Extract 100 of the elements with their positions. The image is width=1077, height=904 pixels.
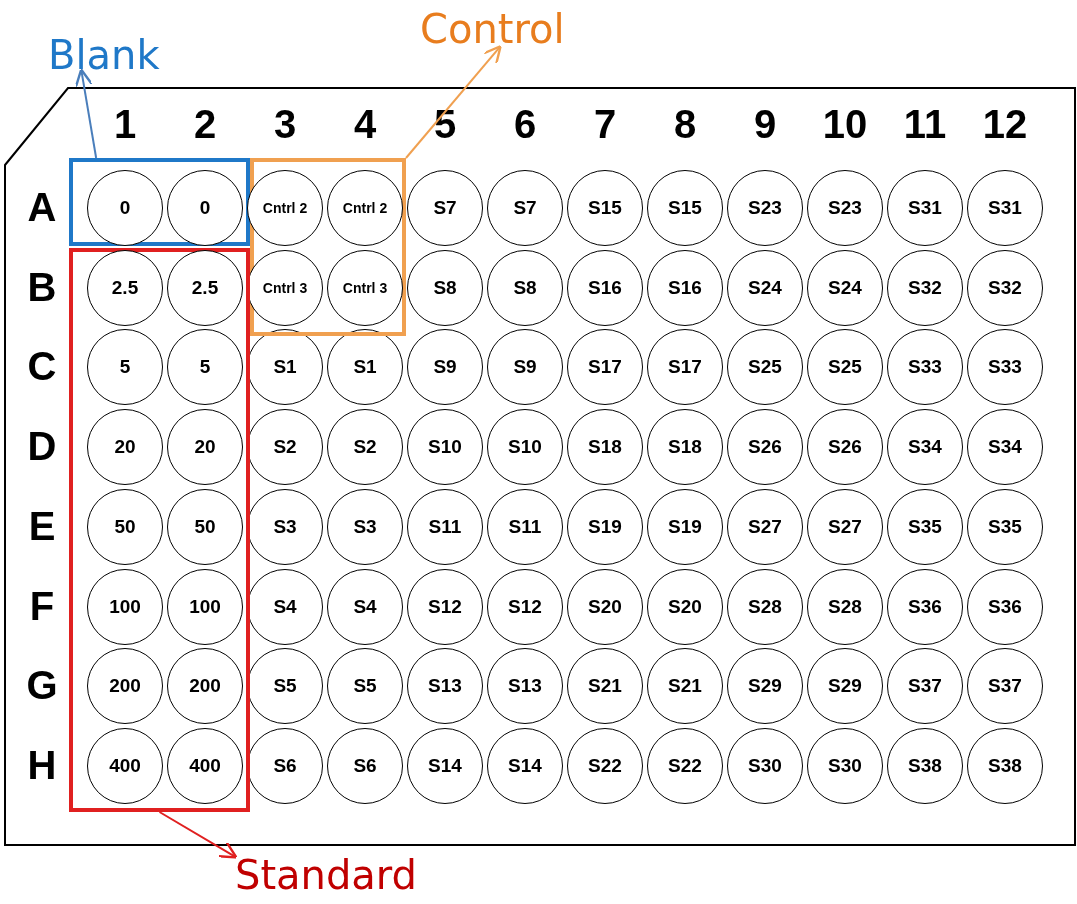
- well: 50: [167, 488, 243, 565]
- column-number: 9: [752, 102, 778, 147]
- well: S10: [487, 409, 563, 486]
- well: S12: [487, 568, 563, 645]
- well: S16: [567, 249, 643, 326]
- well: S18: [567, 409, 643, 486]
- row-letter: F: [28, 583, 56, 629]
- well: S31: [967, 170, 1043, 246]
- well: S18: [647, 409, 723, 486]
- well: S10: [407, 409, 483, 486]
- well: S27: [807, 488, 883, 565]
- well: 400: [167, 727, 243, 804]
- leader-arrow: [158, 811, 238, 859]
- well: S12: [407, 568, 483, 645]
- column-number: 6: [512, 102, 538, 147]
- well: 50: [87, 488, 163, 565]
- well: S16: [647, 249, 723, 326]
- well: S17: [567, 329, 643, 406]
- well: S35: [887, 488, 963, 565]
- well: 5: [167, 329, 243, 406]
- well: S37: [967, 648, 1043, 725]
- well: Cntrl 3: [247, 249, 323, 326]
- well: S34: [887, 409, 963, 486]
- well: 5: [87, 329, 163, 406]
- well: S24: [807, 249, 883, 326]
- callout-label: Control: [420, 6, 565, 52]
- well: Cntrl 3: [327, 249, 403, 326]
- well: S21: [567, 648, 643, 725]
- row-letter: B: [26, 264, 58, 310]
- well: S33: [887, 329, 963, 406]
- well: 2.5: [167, 249, 243, 326]
- leader-arrow: [405, 45, 502, 159]
- well: S34: [967, 409, 1043, 486]
- well: 400: [87, 727, 163, 804]
- well: 100: [87, 568, 163, 645]
- well: S8: [407, 249, 483, 326]
- well: S6: [327, 727, 403, 804]
- well: S19: [567, 488, 643, 565]
- well: S14: [487, 727, 563, 804]
- well: S22: [647, 727, 723, 804]
- well: 0: [87, 170, 163, 246]
- well: S20: [567, 568, 643, 645]
- well: 2.5: [87, 249, 163, 326]
- well: S5: [327, 648, 403, 725]
- well: S17: [647, 329, 723, 406]
- well: 20: [167, 409, 243, 486]
- well: S30: [727, 727, 803, 804]
- well: S11: [487, 488, 563, 565]
- column-number: 2: [192, 102, 218, 147]
- well: S29: [727, 648, 803, 725]
- well: S5: [247, 648, 323, 725]
- column-number: 1: [112, 102, 138, 147]
- well: S38: [887, 727, 963, 804]
- row-letter: G: [25, 663, 59, 709]
- well: S35: [967, 488, 1043, 565]
- well: S3: [327, 488, 403, 565]
- well: S9: [407, 329, 483, 406]
- well: S25: [727, 329, 803, 406]
- well: S15: [567, 170, 643, 246]
- row-letter: A: [26, 185, 58, 230]
- row-letter: E: [27, 503, 57, 549]
- well: S36: [887, 568, 963, 645]
- leader-arrow: [74, 68, 98, 159]
- column-number: 8: [672, 102, 698, 147]
- row-letter: D: [26, 424, 58, 470]
- well: 200: [87, 648, 163, 725]
- column-number: 10: [821, 102, 869, 147]
- well: S32: [967, 249, 1043, 326]
- well: Cntrl 2: [327, 170, 403, 246]
- well: S7: [407, 170, 483, 246]
- well: S2: [327, 409, 403, 486]
- well: S33: [967, 329, 1043, 406]
- well: S36: [967, 568, 1043, 645]
- well: S8: [487, 249, 563, 326]
- well: S25: [807, 329, 883, 406]
- well: S21: [647, 648, 723, 725]
- well: S11: [407, 488, 483, 565]
- well: S2: [247, 409, 323, 486]
- column-number: 12: [981, 102, 1029, 147]
- well: S30: [807, 727, 883, 804]
- well: S13: [407, 648, 483, 725]
- column-number: 5: [432, 102, 458, 147]
- well: S4: [327, 568, 403, 645]
- well: S14: [407, 727, 483, 804]
- well: S7: [487, 170, 563, 246]
- well: S24: [727, 249, 803, 326]
- highlight-frame: [69, 158, 250, 246]
- well: S28: [727, 568, 803, 645]
- well: S27: [727, 488, 803, 565]
- well: S15: [647, 170, 723, 246]
- well: 20: [87, 409, 163, 486]
- well: S26: [727, 409, 803, 486]
- column-number: 4: [352, 102, 378, 147]
- well: S9: [487, 329, 563, 406]
- well: S26: [807, 409, 883, 486]
- well: S3: [247, 488, 323, 565]
- row-letter: C: [26, 344, 58, 390]
- highlight-frame: [69, 248, 250, 812]
- well: S38: [967, 727, 1043, 804]
- well: S23: [807, 170, 883, 246]
